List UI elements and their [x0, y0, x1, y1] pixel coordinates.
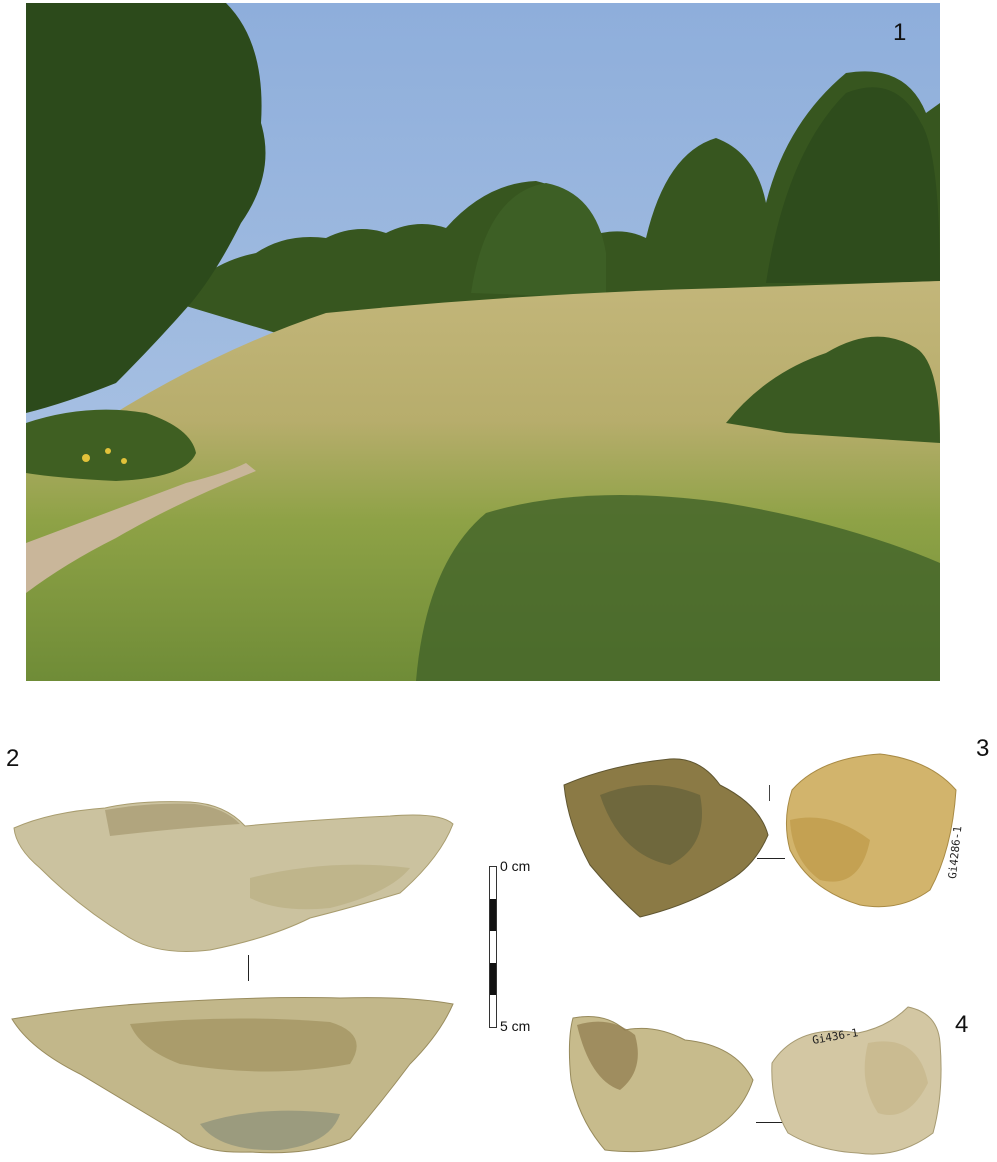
view-divider-2 — [248, 955, 249, 981]
foliage-mid — [471, 183, 606, 298]
artifact-3-face-b — [786, 753, 957, 908]
view-divider-3 — [757, 858, 785, 859]
foliage-right — [766, 87, 940, 284]
panel-label-2: 2 — [6, 745, 20, 772]
artifact-4-face-b — [771, 1006, 942, 1155]
artifact-4-face-a — [568, 1016, 754, 1153]
panel-label-3: 3 — [976, 735, 990, 762]
view-divider-3-top — [769, 785, 770, 801]
left-bush — [26, 409, 196, 481]
right-bush — [726, 336, 940, 443]
panel-label-4: 4 — [955, 1011, 969, 1038]
landscape-photo — [26, 3, 940, 681]
scale-bar-segment — [490, 899, 496, 931]
artifact-2-face-a — [13, 801, 454, 952]
scale-bar-segment — [490, 963, 496, 995]
scale-label-top: 0 cm — [500, 858, 531, 874]
tree-shadow — [416, 495, 940, 681]
flower — [121, 458, 127, 464]
flower — [82, 454, 90, 462]
scale-bar — [489, 866, 497, 1028]
artifact-3-face-a — [563, 758, 769, 918]
view-divider-4 — [756, 1122, 786, 1123]
artifact-2-face-b — [11, 997, 454, 1154]
flower — [105, 448, 111, 454]
footpath — [26, 463, 256, 593]
left-tree — [26, 3, 266, 413]
panel-label-1: 1 — [893, 19, 907, 46]
scale-label-bottom: 5 cm — [500, 1018, 531, 1034]
